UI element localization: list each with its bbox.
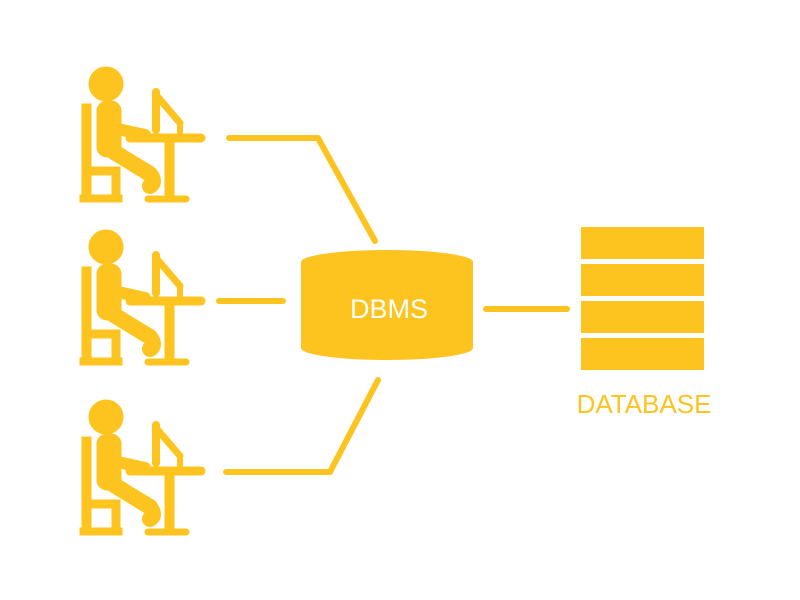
- user-at-computer-icon: [80, 400, 201, 535]
- connector-user-1: [226, 135, 378, 244]
- dbms-node: DBMS: [301, 250, 473, 360]
- stacked-records-icon: [581, 227, 704, 370]
- database-record: [581, 338, 704, 370]
- user-at-computer-icon: [80, 230, 201, 365]
- dbms-label: DBMS: [350, 294, 428, 324]
- user-at-computer-icon: [80, 67, 201, 202]
- database-record: [581, 227, 704, 259]
- connector-user-3: [223, 377, 381, 475]
- database-record: [581, 301, 704, 333]
- connectors: [216, 135, 570, 475]
- database-record: [581, 264, 704, 296]
- database-label: DATABASE: [577, 389, 712, 419]
- cylinder-icon: [301, 250, 473, 360]
- database-node: DATABASE: [577, 227, 712, 419]
